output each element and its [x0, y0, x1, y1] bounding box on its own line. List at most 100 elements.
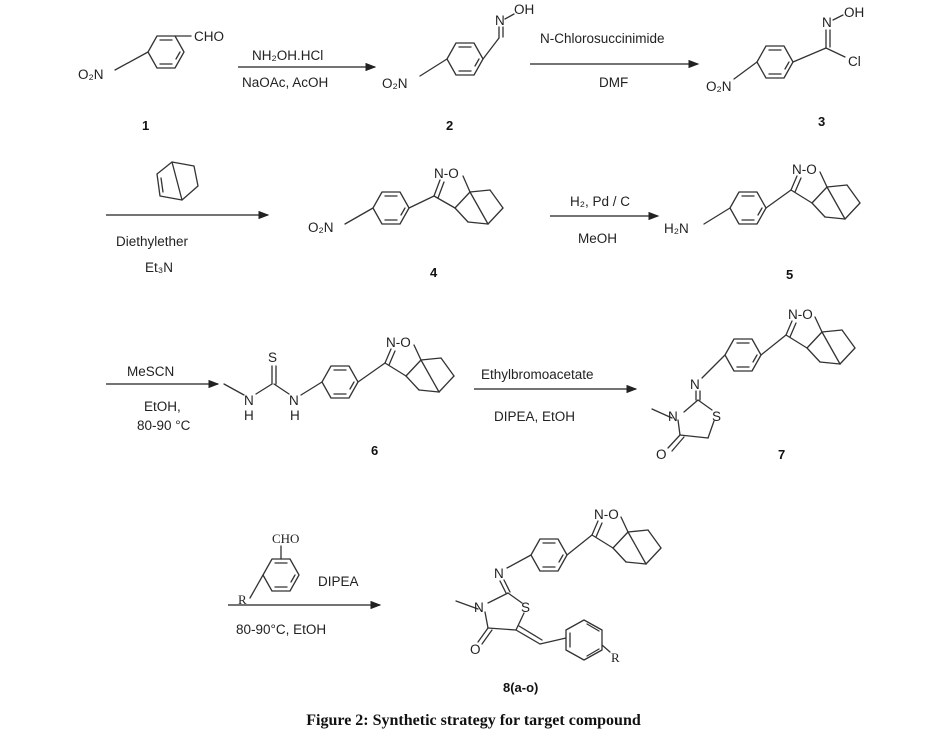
- conditions-label: 80-90°C, EtOH: [236, 622, 326, 637]
- n-o-ring-label: N-O: [434, 166, 459, 181]
- oxime-n-label: N: [495, 13, 505, 28]
- compound-number: 3: [818, 114, 825, 129]
- compound-5: H₂N N-O 5: [664, 162, 861, 282]
- conditions-label: NaOAc, AcOH: [242, 75, 328, 90]
- compound-number: 7: [778, 447, 785, 462]
- bond: [566, 534, 593, 556]
- chloro-label: Cl: [848, 54, 861, 69]
- oxime-oh-label: OH: [844, 5, 864, 20]
- bond: [419, 58, 448, 77]
- thiazolidinone-ring: N S O: [651, 390, 721, 462]
- reaction-arrow-2: N-Chlorosuccinimide DMF: [530, 31, 700, 90]
- imine-n-label: N: [494, 566, 504, 581]
- reaction-arrow-4: H₂, Pd / C MeOH: [550, 194, 660, 246]
- bond: [273, 383, 290, 395]
- bond: [482, 37, 500, 60]
- ring-n-label: N: [668, 409, 678, 424]
- reagent-label: Ethylbromoacetate: [481, 367, 594, 382]
- oxime-n-label: N: [822, 15, 832, 30]
- carbonyl-o-label: O: [470, 642, 481, 657]
- compound-number: 4: [430, 265, 438, 280]
- sulfur-label: S: [268, 350, 277, 365]
- compound-3: N OH Cl O₂N 3: [706, 5, 864, 129]
- solvent-label: MeOH: [578, 231, 617, 246]
- bond: [408, 195, 435, 209]
- nh-h-label: H: [290, 408, 300, 423]
- nh-h-label: H: [244, 408, 254, 423]
- compound-number: 6: [371, 443, 378, 458]
- solvent-label: Diethylether: [116, 234, 189, 249]
- compound-number: 2: [446, 118, 453, 133]
- reaction-arrow-1: NH₂OH.HCl NaOAc, AcOH: [238, 48, 377, 90]
- thiazolidinone-ring: N S O: [455, 579, 530, 657]
- reaction-arrow-3: Diethylether Et₃N: [106, 161, 270, 275]
- methyl-bond: [223, 383, 245, 396]
- cho-group-label: CHO: [272, 531, 299, 546]
- bond: [506, 554, 532, 569]
- conditions-label: DMF: [599, 75, 628, 90]
- norbornene-reagent: [156, 161, 199, 201]
- nh-n-label: N: [244, 393, 254, 408]
- compound-7: N N-O N S: [651, 307, 856, 462]
- imine-n-label: N: [690, 377, 700, 392]
- benzene-ring: [530, 538, 568, 572]
- base-label: DIPEA: [318, 574, 359, 589]
- amine-label: H₂N: [664, 221, 689, 236]
- benzene-ring: [446, 42, 484, 76]
- bond: [701, 354, 726, 379]
- nitro-group-label: O₂N: [308, 220, 334, 235]
- benzaldehyde-reagent: CHO R: [238, 531, 300, 607]
- reaction-arrow-5: MeSCN EtOH, 80-90 °C: [106, 364, 220, 433]
- bond: [825, 47, 846, 58]
- bond: [344, 207, 374, 225]
- n-o-ring-label: N-O: [788, 307, 813, 322]
- benzene-ring: [756, 45, 794, 79]
- solvent-label: EtOH,: [144, 399, 181, 414]
- bond: [504, 13, 515, 20]
- n-o-ring-label: N-O: [594, 507, 619, 522]
- figure-caption: Figure 2: Synthetic strategy for target …: [306, 712, 641, 729]
- bond: [703, 207, 731, 225]
- reaction-arrow-6: Ethylbromoacetate DIPEA, EtOH: [474, 367, 638, 424]
- bond: [792, 47, 827, 63]
- benzene-ring: [372, 191, 410, 225]
- n-o-ring-label: N-O: [386, 335, 411, 350]
- reagent-label: H₂, Pd / C: [570, 194, 630, 209]
- conditions-label: DIPEA, EtOH: [494, 409, 575, 424]
- bond: [114, 51, 149, 71]
- ring-n-label: N: [474, 600, 484, 615]
- compound-6: N H S N H N-O 6: [223, 335, 455, 458]
- compound-number: 8(a-o): [503, 680, 538, 695]
- compound-4: O₂N N-O 4: [308, 166, 504, 280]
- nitro-group-label: O₂N: [706, 79, 732, 94]
- ring-sulfur-label: S: [521, 600, 530, 615]
- benzene-ring: [321, 365, 359, 399]
- bond: [300, 381, 323, 396]
- carbonyl-o-label: O: [656, 447, 667, 462]
- base-label: Et₃N: [145, 260, 173, 275]
- reagent-label: N-Chlorosuccinimide: [540, 31, 665, 46]
- compound-number: 5: [786, 267, 793, 282]
- benzene-ring: [724, 338, 762, 372]
- nh-n-label: N: [289, 393, 299, 408]
- isoxazoline-bicyclic-system: N-O: [790, 162, 861, 220]
- reagent-label: NH₂OH.HCl: [252, 48, 323, 63]
- compound-8: N N-O N S: [455, 507, 662, 695]
- r-substituent-label: R: [611, 650, 620, 665]
- reaction-arrow-7: CHO R DIPEA 80-90°C, EtOH: [228, 531, 382, 637]
- n-o-ring-label: N-O: [792, 162, 817, 177]
- bond: [765, 189, 792, 209]
- compound-1: CHO O₂N 1: [78, 29, 224, 133]
- compound-number: 1: [142, 118, 149, 133]
- isoxazoline-bicyclic-system: N-O: [384, 335, 455, 393]
- ring-sulfur-label: S: [712, 409, 721, 424]
- compound-2: N OH O₂N 2: [382, 2, 534, 133]
- cho-group-label: CHO: [194, 29, 224, 44]
- bond: [733, 61, 758, 80]
- nitro-group-label: O₂N: [382, 76, 408, 91]
- benzene-ring: [147, 35, 185, 69]
- bond: [832, 14, 844, 21]
- bond: [760, 334, 787, 356]
- isoxazoline-bicyclic-system: N-O: [591, 507, 662, 565]
